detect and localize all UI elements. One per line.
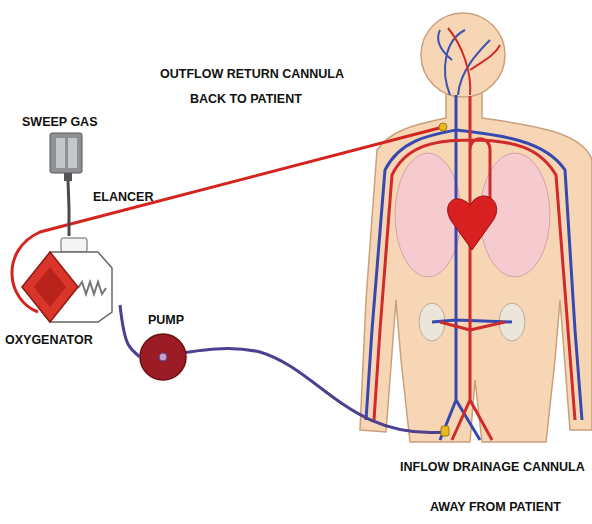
heart xyxy=(448,196,497,250)
body-silhouette xyxy=(360,92,592,442)
oxygenator-membrane-inner xyxy=(34,267,66,307)
drainage-line xyxy=(168,349,445,433)
blender-panel xyxy=(68,138,77,168)
node-label: PUMP xyxy=(148,313,184,327)
tubing-connector xyxy=(120,305,140,357)
callout-label: INFLOW DRAINAGE CANNULA xyxy=(400,460,585,474)
blender-outlet xyxy=(64,173,72,181)
callout-label: OUTFLOW RETURN CANNULA xyxy=(160,67,344,81)
pump-rotor xyxy=(140,334,186,380)
head xyxy=(421,13,505,97)
oxygenator-cap xyxy=(61,238,87,252)
blender-panel xyxy=(56,138,65,168)
pump-hub xyxy=(159,353,167,361)
return-cannula xyxy=(439,123,447,131)
brain-arteries xyxy=(448,28,500,95)
tubing-connector xyxy=(68,208,71,236)
gas-line-stem xyxy=(68,181,69,208)
node-label: OXYGENATOR xyxy=(5,333,93,347)
oxygenator-coil xyxy=(78,282,106,294)
callout-label: AWAY FROM PATIENT xyxy=(430,500,561,514)
drainage-cannula xyxy=(441,426,449,436)
node-label: SWEEP GAS xyxy=(22,115,97,129)
pump-node: PUMP xyxy=(140,313,195,383)
blender-body xyxy=(50,133,82,173)
node-label: ELANCER xyxy=(93,190,153,204)
oxygenator-membrane xyxy=(22,252,78,322)
blender-node: SWEEP GAS ELANCER xyxy=(18,113,158,208)
aorta xyxy=(374,96,575,440)
vena-cava xyxy=(366,95,582,440)
oxygenator-node: OXYGENATOR xyxy=(2,236,120,350)
callout-label: BACK TO PATIENT xyxy=(190,92,302,106)
